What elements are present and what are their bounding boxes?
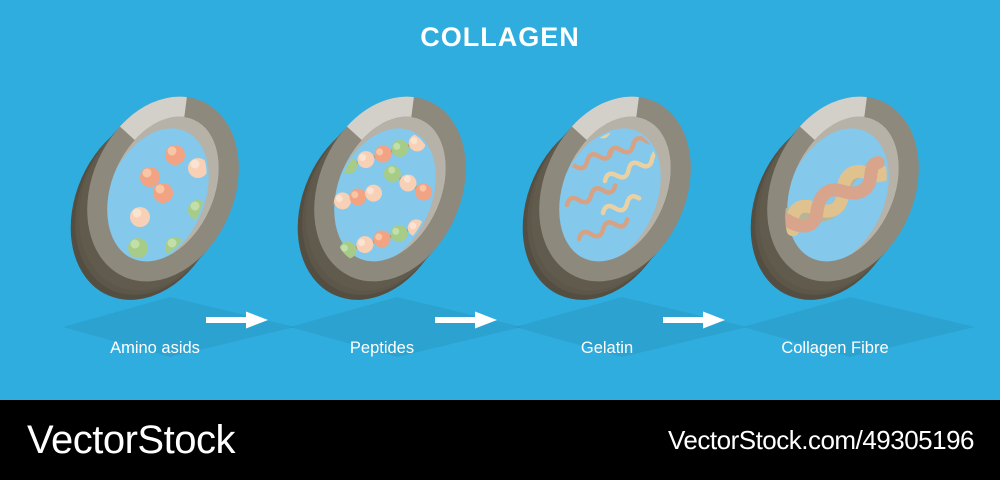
petri-dish-collagen-fibre-illustration bbox=[737, 67, 975, 357]
petri-dish-gelatin-illustration bbox=[509, 67, 747, 357]
vectorstock-logo: VectorStock bbox=[27, 417, 235, 462]
collagen-fibre-braid bbox=[779, 156, 892, 237]
vectorstock-credit: VectorStock.com/49305196 bbox=[668, 424, 974, 455]
peptide-chains bbox=[328, 134, 433, 259]
dish-shadow bbox=[63, 297, 295, 357]
stage-gelatin: Gelatin bbox=[509, 67, 747, 358]
petri-dish-amino-acids-illustration bbox=[57, 67, 295, 357]
stage-label-peptides: Peptides bbox=[349, 339, 415, 357]
petri-dish-peptides-illustration bbox=[284, 67, 522, 357]
dish-shadow bbox=[290, 297, 522, 357]
page-title: COLLAGEN bbox=[420, 22, 580, 52]
stage-collagen-fibre: Collagen Fibre bbox=[737, 67, 975, 358]
arrow-right-icon bbox=[663, 311, 725, 329]
stage-peptides: Peptides bbox=[284, 67, 522, 358]
arrow-right-icon bbox=[435, 311, 497, 329]
arrow-right-icon bbox=[206, 311, 268, 329]
amino-acid-beads bbox=[128, 145, 208, 258]
stage-label-amino-acids: Amino asids bbox=[110, 339, 200, 357]
stage-label-gelatin: Gelatin bbox=[580, 339, 634, 357]
watermark-bar: VectorStock VectorStock.com/49305196 bbox=[0, 400, 1000, 480]
stage-label-collagen-fibre: Collagen Fibre bbox=[781, 339, 889, 357]
stage-amino-acids: Amino asids bbox=[57, 67, 295, 358]
dish-shadow bbox=[515, 297, 747, 357]
dish-shadow bbox=[743, 297, 975, 357]
